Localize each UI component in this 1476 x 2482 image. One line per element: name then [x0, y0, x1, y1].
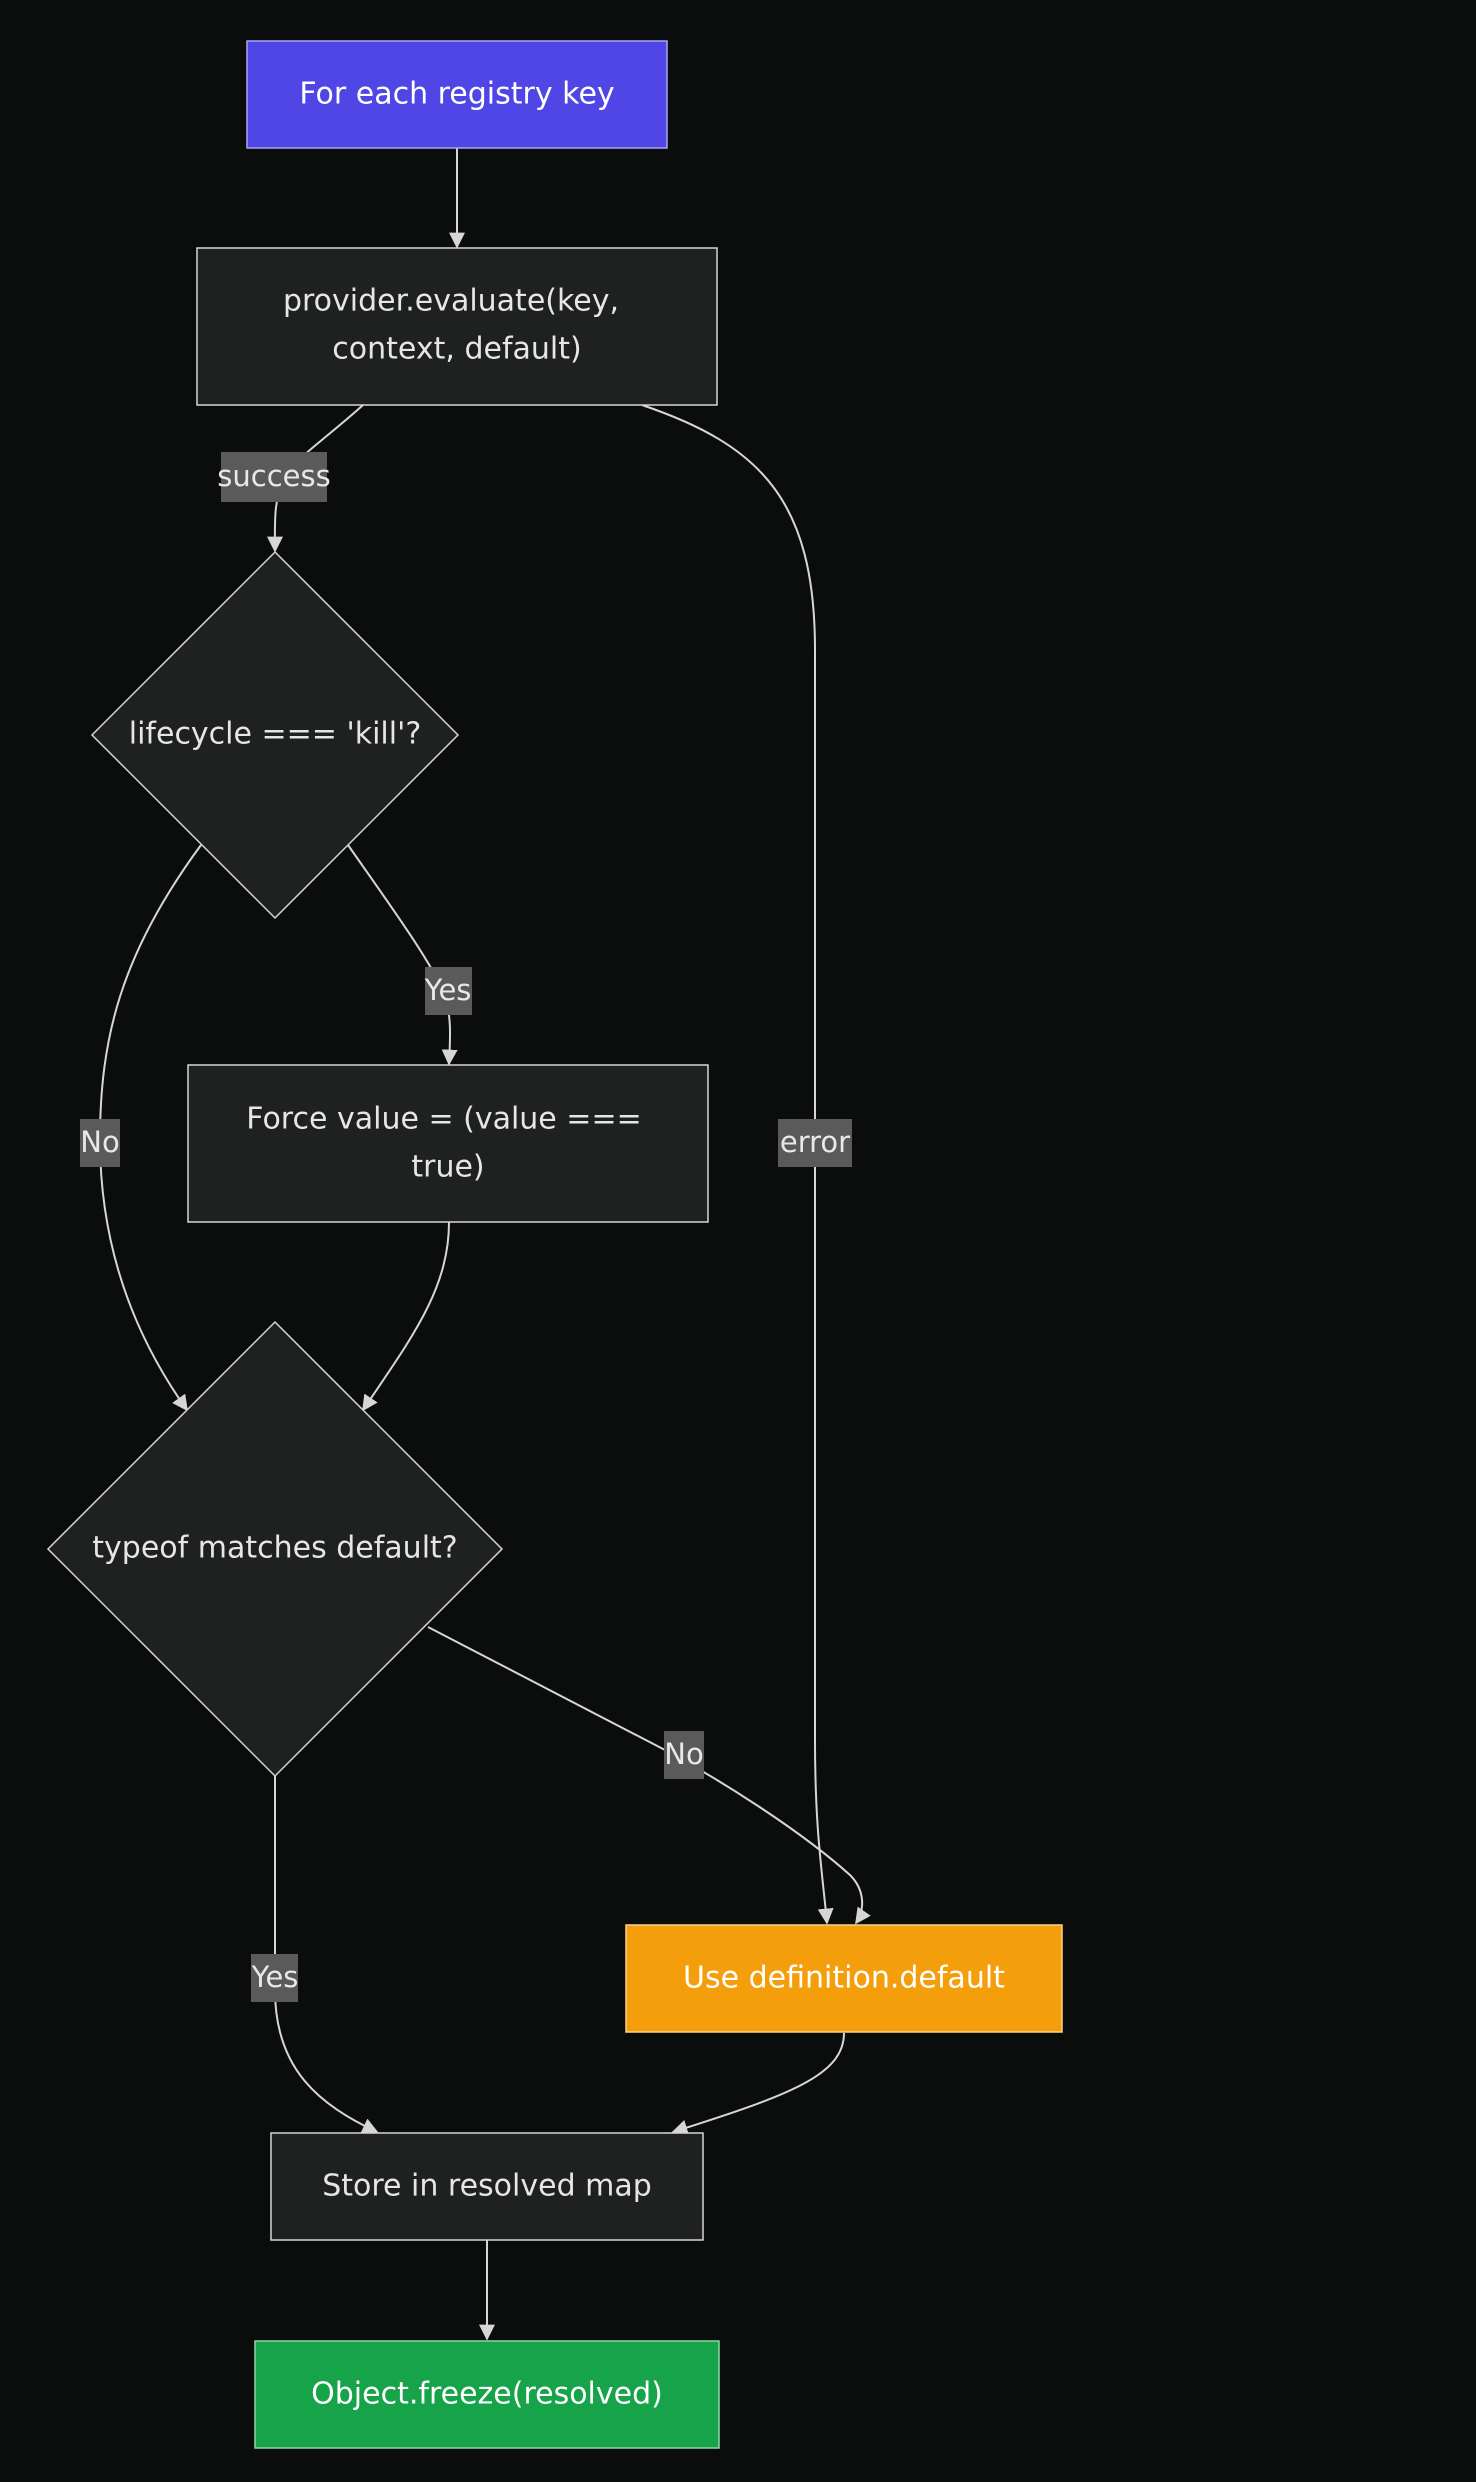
edge-label-kill-no: No: [80, 1125, 119, 1159]
node-store: Store in resolved map: [270, 2132, 704, 2241]
edge-label-success-bg: [221, 452, 327, 502]
node-force: Force value = (value === true): [187, 1064, 709, 1223]
edge-label-kill-no-bg: [80, 1119, 120, 1167]
edge-label-error-bg: [778, 1119, 852, 1167]
node-use-default-label: Use definition.default: [683, 1961, 1005, 1996]
edge-label-type-no: No: [664, 1737, 703, 1771]
node-use-default: Use definition.default: [625, 1924, 1063, 2033]
node-lifecycle-label: lifecycle === 'kill'?: [129, 717, 422, 752]
edge-label-type-yes-bg: [251, 1954, 298, 2002]
node-evaluate-line-2: context, default): [332, 332, 581, 367]
edge-lifecycle-force: [347, 844, 458, 1066]
edge-typeof-default: [427, 1626, 871, 1925]
node-start-label: For each registry key: [299, 77, 614, 112]
node-evaluate-line-1: provider.evaluate(key,: [283, 284, 619, 319]
edge-label-kill-yes-bg: [425, 967, 472, 1015]
edge-typeof-store: [274, 1775, 379, 2134]
node-start: For each registry key: [246, 40, 668, 149]
node-freeze-label: Object.freeze(resolved): [311, 2377, 663, 2412]
node-force-line-2: true): [411, 1150, 484, 1185]
node-typeof-decision: typeof matches default?: [46, 1320, 504, 1778]
node-evaluate: provider.evaluate(key, context, default): [196, 247, 718, 406]
node-typeof-label: typeof matches default?: [92, 1531, 457, 1566]
node-force-line-1: Force value = (value ===: [246, 1102, 641, 1137]
edge-label-kill-yes: Yes: [424, 973, 472, 1007]
node-store-label: Store in resolved map: [322, 2169, 652, 2204]
edge-force-typeof: [362, 1221, 450, 1412]
edge-label-type-yes: Yes: [251, 1960, 299, 1994]
edge-default-store: [671, 2032, 845, 2136]
edge-label-error: error: [780, 1125, 850, 1159]
edge-label-success: success: [217, 459, 330, 493]
edge-label-type-no-bg: [664, 1731, 704, 1779]
edge-evaluate-default: [641, 404, 834, 1925]
node-freeze: Object.freeze(resolved): [254, 2340, 720, 2449]
node-lifecycle-decision: lifecycle === 'kill'?: [90, 550, 460, 920]
